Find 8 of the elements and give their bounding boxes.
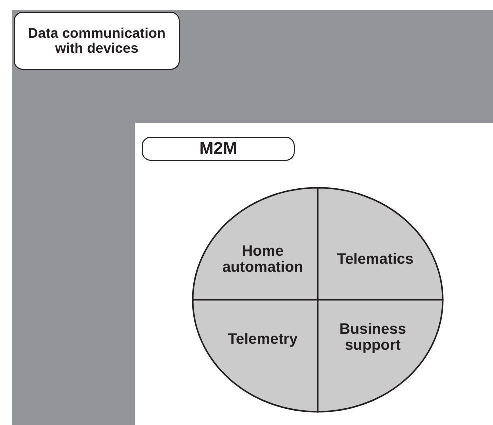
heading-label: Data communication with devices xyxy=(14,12,180,70)
region-panel xyxy=(12,10,493,425)
quadrant-label: Telematics xyxy=(336,252,415,268)
quadrant-label: Business support xyxy=(338,322,408,354)
heading-label: M2M xyxy=(142,137,295,161)
quadrant-label: Home automation xyxy=(222,244,304,276)
inner-panel xyxy=(135,123,493,425)
quadrant-label: Telemetry xyxy=(227,332,299,348)
